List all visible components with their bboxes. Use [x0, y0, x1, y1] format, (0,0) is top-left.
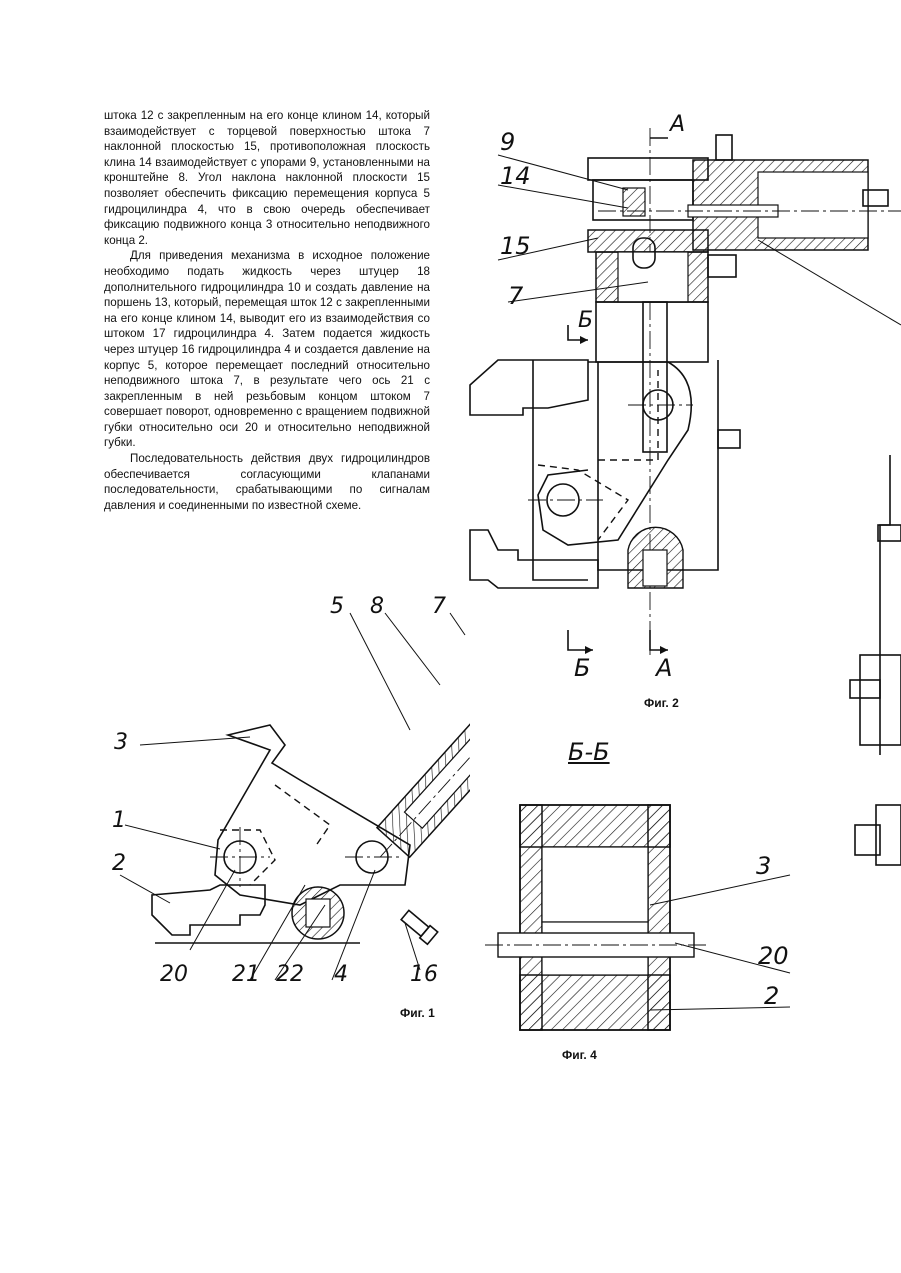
fig2-label-B-bottom: Б [574, 654, 590, 682]
fig2-label-B-top: Б [578, 308, 593, 333]
paragraph-2: Для приведения механизма в исходное поло… [104, 248, 430, 451]
paragraph-3: Последовательность действия двух гидроци… [104, 451, 430, 513]
figure-2-drawing [468, 110, 901, 690]
figure-1-caption: Фиг. 1 [400, 1006, 435, 1020]
fig1-label-21: 21 [232, 962, 260, 987]
fig1-label-5: 5 [330, 594, 344, 619]
fig2-label-7: 7 [508, 282, 523, 310]
body-text: штока 12 с закрепленным на его конце кли… [104, 108, 430, 513]
fig1-label-16: 16 [410, 962, 438, 987]
figure-4-drawing [480, 795, 800, 1040]
fig2-label-14: 14 [500, 162, 531, 190]
figure-4-caption: Фиг. 4 [562, 1048, 597, 1062]
fig1-label-2: 2 [112, 851, 126, 876]
fig1-label-22: 22 [276, 962, 304, 987]
fig1-label-8: 8 [370, 594, 384, 619]
fig4-label-20: 20 [758, 942, 789, 970]
figure-4-section-label: Б-Б [568, 738, 610, 766]
fig1-label-20: 20 [160, 962, 188, 987]
fig2-label-A-bottom: А [656, 654, 672, 682]
fig1-label-3: 3 [114, 730, 128, 755]
figure-3-partial-drawing [840, 455, 901, 895]
fig2-label-A-top: А [670, 112, 685, 137]
fig1-label-4: 4 [334, 962, 348, 987]
fig4-label-2: 2 [764, 982, 779, 1010]
figure-1-drawing [100, 585, 470, 1025]
fig2-label-15: 15 [500, 232, 531, 260]
fig1-label-7: 7 [432, 594, 446, 619]
fig2-label-9: 9 [500, 128, 515, 156]
figure-2-caption: Фиг. 2 [644, 696, 679, 710]
fig4-label-3: 3 [756, 852, 771, 880]
fig1-label-1: 1 [112, 808, 126, 833]
paragraph-1: штока 12 с закрепленным на его конце кли… [104, 108, 430, 248]
